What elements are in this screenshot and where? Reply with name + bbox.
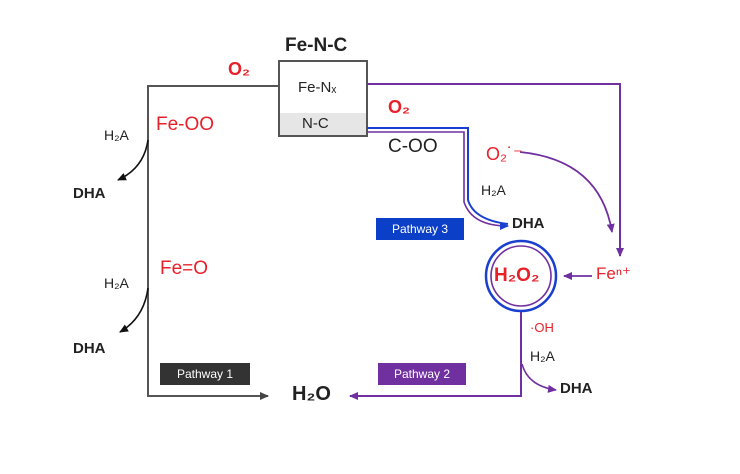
catalyst-site-fenx: Fe-Nₓ xyxy=(298,79,337,96)
pathway2-bottom-line xyxy=(349,312,522,400)
catalyst-site-nc: N-C xyxy=(302,115,329,132)
pathway-1-tag: Pathway 1 xyxy=(160,363,250,385)
h2o-label: H₂O xyxy=(292,383,331,405)
superoxide-label: O₂˙⁻ xyxy=(486,144,523,164)
h2o2-label: H₂O₂ xyxy=(494,265,540,286)
h2a-label-2: H₂A xyxy=(104,275,129,291)
pathway3-line-a xyxy=(367,127,509,225)
superoxide-arrow xyxy=(519,151,615,233)
o2-left-label: O₂ xyxy=(228,59,250,79)
c-oo-prefix: C-OO xyxy=(388,136,438,157)
dha-label-4: DHA xyxy=(560,380,593,397)
dha-label-2: DHA xyxy=(73,340,106,357)
pathway3-line-b xyxy=(367,131,509,230)
pathway2-top-line xyxy=(367,83,624,257)
pathway-2-tag: Pathway 2 xyxy=(378,363,466,385)
h2a-dha-arrow-2 xyxy=(119,287,149,333)
dha-label-3: DHA xyxy=(512,215,545,232)
catalyst-title: Fe-N-C xyxy=(285,35,348,56)
h2a-label-1: H₂A xyxy=(104,127,129,143)
pathway1-line xyxy=(147,85,278,400)
h2o2-circle-inner xyxy=(490,245,552,307)
catalyst-nc-band xyxy=(280,113,366,135)
pathway-3-tag: Pathway 3 xyxy=(376,218,464,240)
h2a-dha-arrow-4 xyxy=(521,363,557,393)
dha-label-1: DHA xyxy=(73,185,106,202)
h2a-label-4: H₂A xyxy=(530,348,555,364)
fe-n-label: Feⁿ⁺ xyxy=(596,264,632,283)
fe-o-label: Fe=O xyxy=(160,258,209,279)
h2a-label-3: H₂A xyxy=(481,182,506,198)
o2-right-label: O₂ xyxy=(388,97,410,117)
h2o2-circle-outer xyxy=(484,239,558,313)
oh-radical-label: ·OH xyxy=(530,320,554,335)
h2a-dha-arrow-1 xyxy=(117,139,149,181)
fe-oo-label: Fe-OO xyxy=(156,114,215,135)
